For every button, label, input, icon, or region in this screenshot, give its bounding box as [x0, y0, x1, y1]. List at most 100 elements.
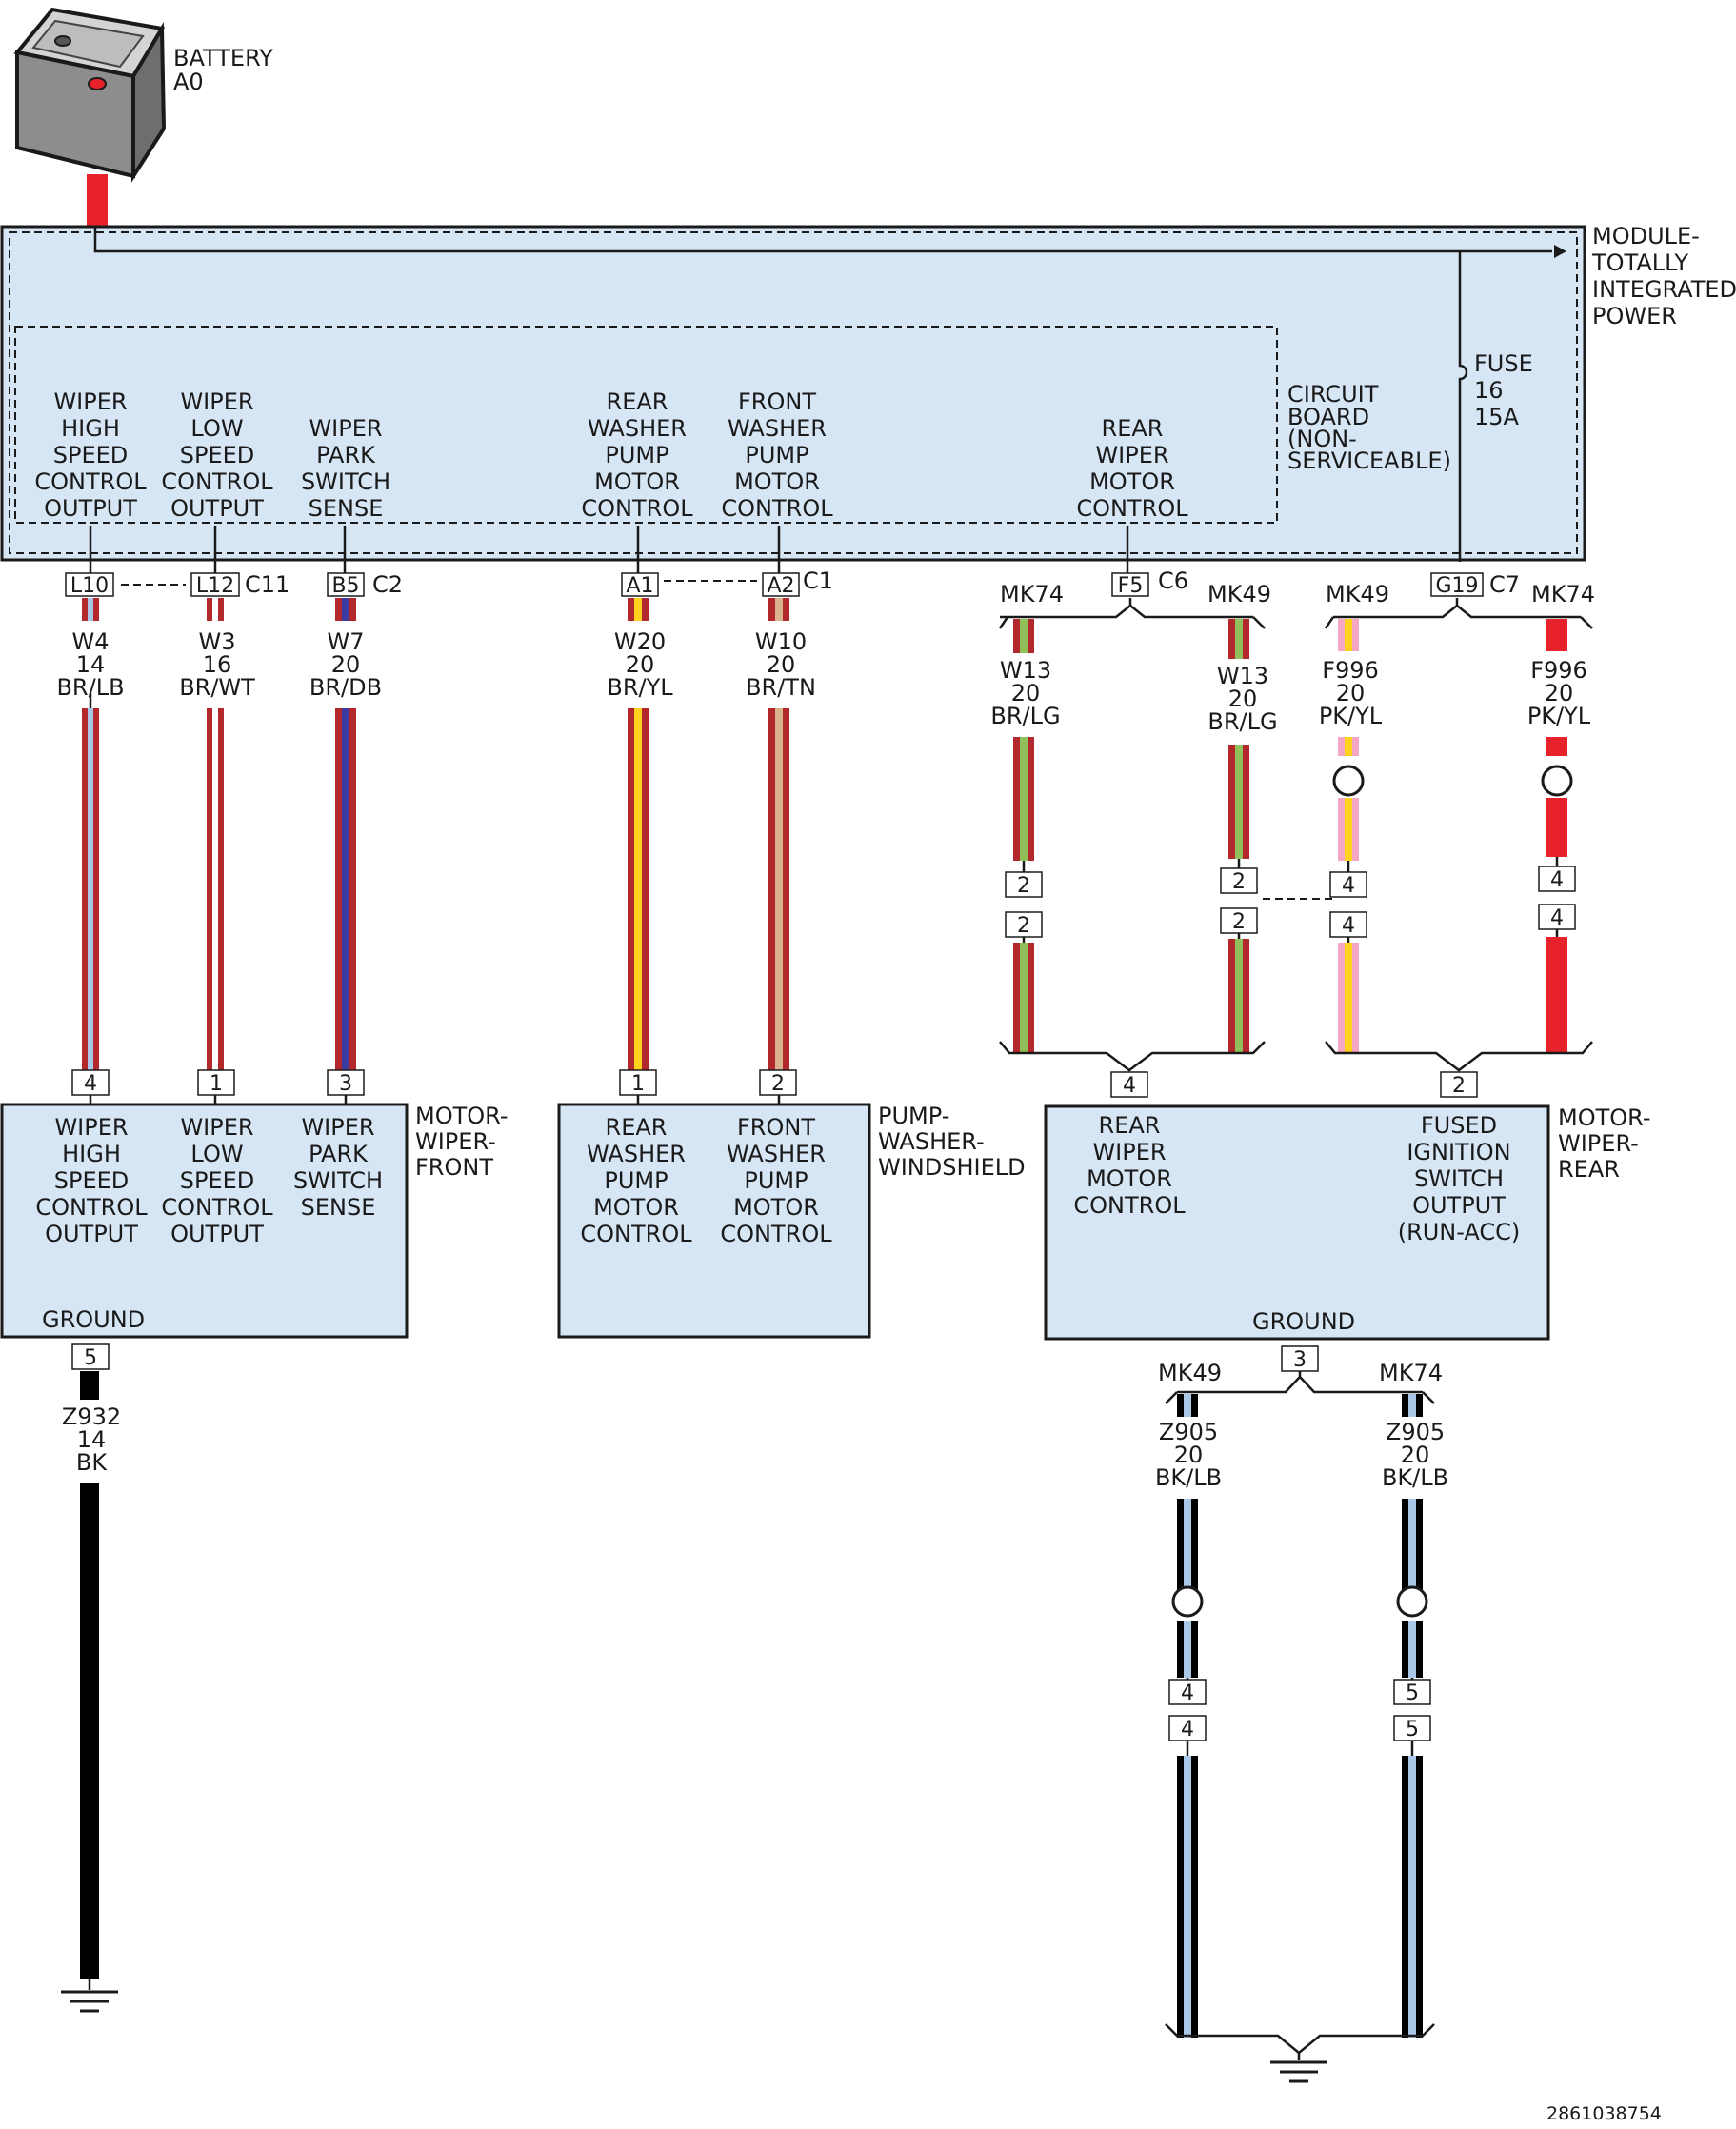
tipm-pin-B5: B5 — [327, 572, 365, 598]
svg-text:4: 4 — [1342, 874, 1355, 898]
splice-rear-ground — [1165, 1371, 1435, 1404]
svg-text:CONTROL: CONTROL — [720, 1221, 832, 1247]
svg-text:PK/YL: PK/YL — [1319, 703, 1383, 729]
svg-text:WIPER: WIPER — [301, 1114, 374, 1141]
svg-text:PUMP: PUMP — [744, 1167, 808, 1194]
svg-text:BR/LG: BR/LG — [990, 703, 1060, 729]
svg-text:OUTPUT: OUTPUT — [45, 1221, 138, 1247]
tipm-pin-A1: A1 — [621, 572, 659, 598]
splice-F5 — [998, 598, 1266, 629]
svg-text:CONTROL: CONTROL — [34, 468, 147, 495]
connector-C11: C11 — [245, 571, 289, 598]
svg-text:IGNITION: IGNITION — [1407, 1139, 1510, 1165]
splice-rear-ground-merge — [1165, 2023, 1435, 2055]
splice-dot-z905-right — [1396, 1585, 1428, 1618]
connector-C1: C1 — [803, 567, 833, 594]
wire-W3 — [207, 598, 224, 1104]
svg-text:Z932: Z932 — [62, 1403, 121, 1430]
svg-text:Z905: Z905 — [1159, 1419, 1218, 1445]
svg-text:CONTROL: CONTROL — [35, 1194, 148, 1221]
z905-left-inline-connector: 4 4 — [1168, 1678, 1207, 1756]
figure-id: 2861038754 — [1546, 2103, 1662, 2124]
svg-text:HIGH: HIGH — [62, 1141, 121, 1167]
tipm-title: MODULE- TOTALLY INTEGRATED POWER — [1591, 223, 1736, 329]
svg-text:2: 2 — [771, 1072, 785, 1096]
svg-text:CONTROL: CONTROL — [1076, 495, 1188, 522]
svg-text:PK/YL: PK/YL — [1527, 703, 1591, 729]
svg-text:2: 2 — [1017, 874, 1030, 898]
svg-text:20: 20 — [1174, 1442, 1204, 1468]
svg-text:MOTOR: MOTOR — [1087, 1165, 1172, 1192]
wire-Z905-right — [1402, 1394, 1423, 2038]
svg-text:W4: W4 — [72, 628, 110, 655]
bus-arrow-icon — [1554, 245, 1566, 258]
tipm-pin-G19: G19 — [1430, 572, 1484, 598]
svg-text:HIGH: HIGH — [61, 415, 120, 442]
circuit-board-outline — [14, 326, 1278, 524]
svg-text:POWER: POWER — [1592, 303, 1677, 329]
motor-rear-fn-rear-wiper: REAR WIPER MOTOR CONTROL — [1073, 1112, 1186, 1219]
wire-W13-right — [1228, 619, 1249, 1053]
svg-text:CONTROL: CONTROL — [161, 468, 273, 495]
svg-text:BK/LB: BK/LB — [1155, 1464, 1222, 1491]
splice-dot-z905-left — [1171, 1585, 1204, 1618]
svg-text:PUMP: PUMP — [745, 442, 808, 468]
svg-text:WIPER: WIPER — [309, 415, 382, 442]
svg-text:OUTPUT: OUTPUT — [170, 495, 264, 522]
svg-text:REAR: REAR — [1558, 1156, 1620, 1183]
svg-text:Z905: Z905 — [1386, 1419, 1445, 1445]
motor-rear-pins: 4 2 — [1110, 1071, 1478, 1098]
svg-text:20: 20 — [331, 651, 361, 678]
svg-text:SPEED: SPEED — [53, 442, 129, 468]
wire-label-W13-right: W13 20 BR/LG — [1207, 663, 1277, 735]
splice-rear-pin4 — [999, 1041, 1266, 1072]
motor-rear-pin-3: 3 — [1281, 1345, 1319, 1372]
wire-Z932 — [80, 1371, 99, 1979]
svg-text:2: 2 — [1452, 1074, 1466, 1098]
svg-text:20: 20 — [1228, 686, 1258, 712]
svg-text:5: 5 — [1406, 1681, 1419, 1705]
motor-rear-fn-fused-ign: FUSED IGNITION SWITCH OUTPUT (RUN-ACC) — [1398, 1112, 1521, 1245]
svg-text:3: 3 — [1293, 1348, 1307, 1372]
svg-text:16: 16 — [1474, 377, 1504, 404]
pump-fn-front: FRONT WASHER PUMP MOTOR CONTROL — [720, 1114, 832, 1247]
tipm-output-stubs — [89, 526, 1129, 573]
svg-text:L12: L12 — [196, 574, 234, 598]
marker-mk49-top-left: MK49 — [1207, 581, 1271, 607]
svg-text:BR/LG: BR/LG — [1207, 708, 1277, 735]
svg-text:SPEED: SPEED — [180, 442, 255, 468]
tipm-fn-rear-washer: REAR WASHER PUMP MOTOR CONTROL — [581, 388, 693, 522]
svg-text:BR/YL: BR/YL — [607, 674, 673, 701]
svg-text:WIPER: WIPER — [54, 1114, 128, 1141]
battery-name: BATTERY — [173, 45, 273, 71]
tipm-fn-wiper-park: WIPER PARK SWITCH SENSE — [301, 415, 390, 522]
svg-text:F996: F996 — [1322, 657, 1379, 684]
motor-front-fn-low: WIPER LOW SPEED CONTROL OUTPUT — [161, 1114, 273, 1247]
svg-text:MOTOR-: MOTOR- — [415, 1103, 509, 1129]
wire-label-Z905-left: Z905 20 BK/LB — [1155, 1419, 1222, 1491]
marker-mk74-top-right: MK74 — [1531, 581, 1595, 607]
wire-label-W4: W4 14 BR/LB — [56, 628, 124, 701]
svg-text:1: 1 — [631, 1072, 645, 1096]
splice-dot-f996-left — [1332, 765, 1365, 797]
battery-icon — [13, 7, 167, 183]
svg-text:OUTPUT: OUTPUT — [170, 1221, 264, 1247]
pump-washer-box — [557, 1103, 871, 1339]
svg-text:MOTOR: MOTOR — [593, 1194, 679, 1221]
svg-text:L10: L10 — [70, 574, 109, 598]
svg-text:20: 20 — [1545, 680, 1574, 706]
wire-label-W20: W20 20 BR/YL — [607, 628, 673, 701]
motor-wiper-front-box — [0, 1103, 409, 1339]
svg-text:FUSED: FUSED — [1421, 1112, 1497, 1139]
wire-label-W3: W3 16 BR/WT — [179, 628, 255, 701]
svg-text:4: 4 — [1550, 906, 1564, 930]
wire-label-W13-left: W13 20 BR/LG — [990, 657, 1060, 729]
svg-text:CONTROL: CONTROL — [1073, 1192, 1186, 1219]
battery-id: A0 — [173, 69, 204, 95]
svg-text:W10: W10 — [755, 628, 807, 655]
svg-text:SPEED: SPEED — [54, 1167, 130, 1194]
svg-text:14: 14 — [76, 651, 106, 678]
svg-text:15A: 15A — [1474, 404, 1520, 430]
f996-right-inline-connector: 4 4 — [1538, 857, 1576, 937]
tipm-module-box — [0, 225, 1586, 562]
